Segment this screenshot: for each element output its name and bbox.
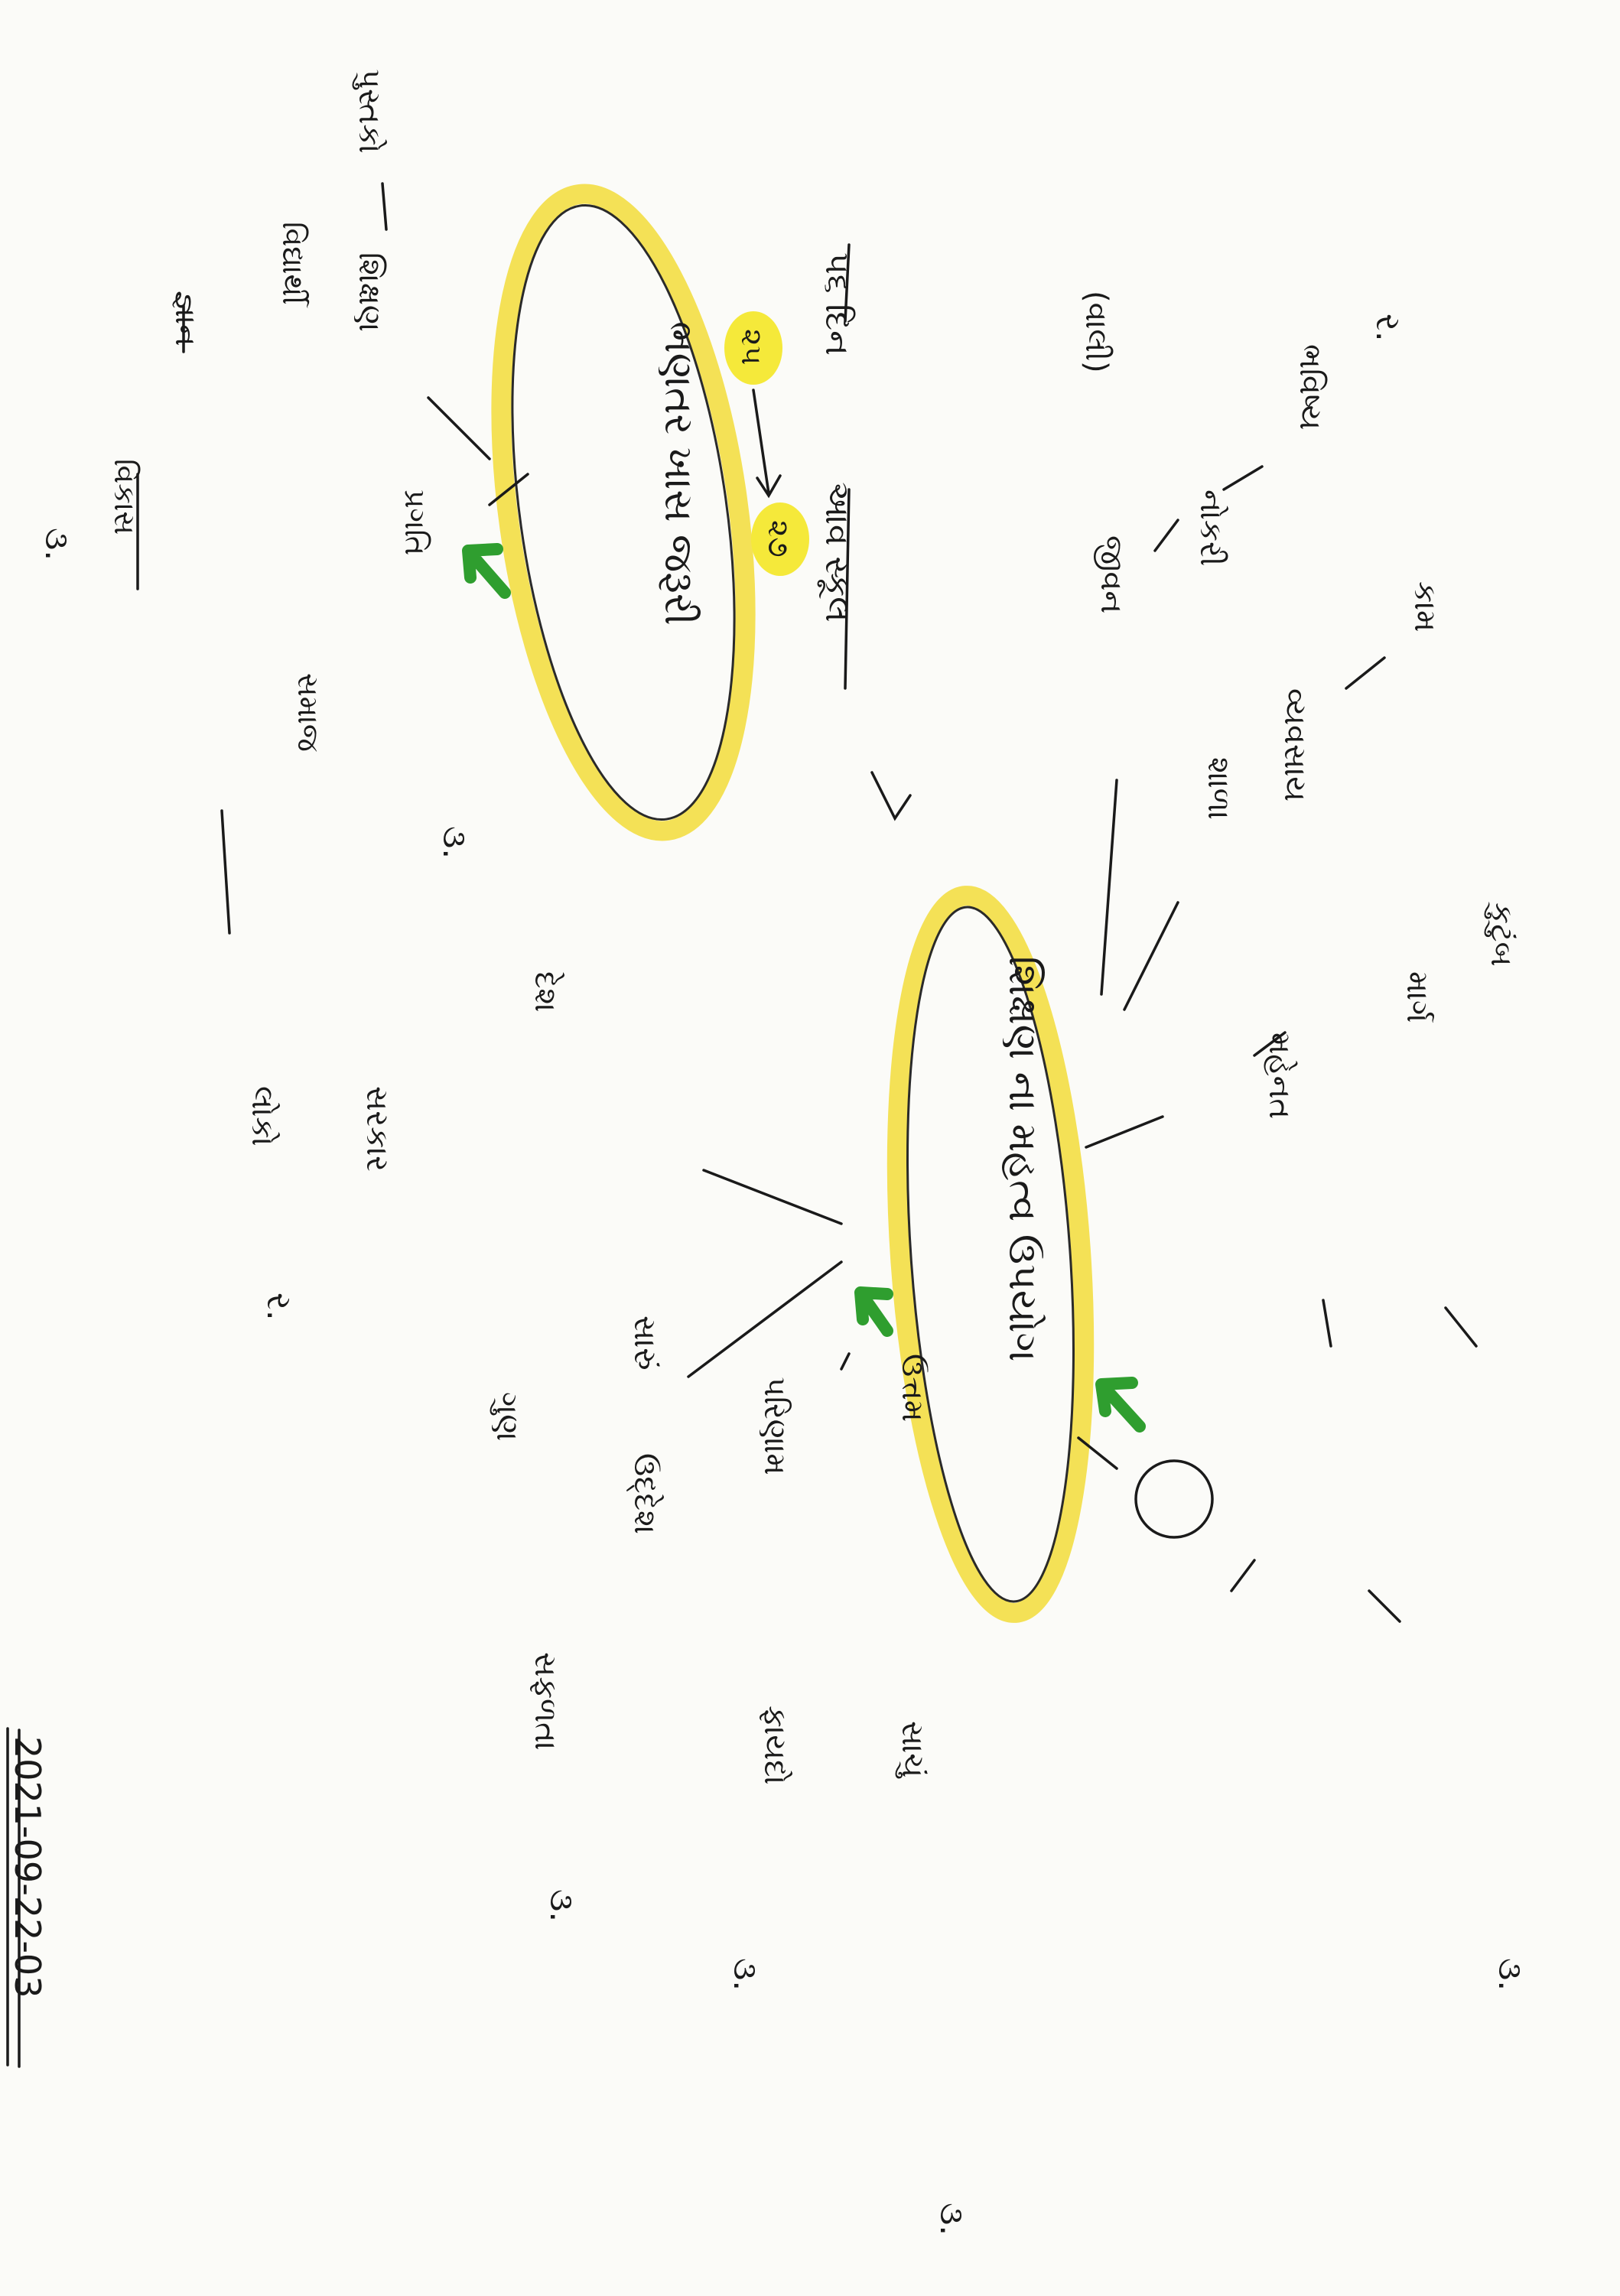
- word-top-3: વિદ્યાર્થી: [276, 222, 310, 309]
- branch-r-5: [1123, 901, 1179, 1011]
- mark-3: ૩.: [1491, 1958, 1530, 1991]
- connector-arrow: [870, 771, 912, 821]
- word-r-2: નોકરી: [1193, 489, 1228, 566]
- word-r-6: શાળા: [1201, 757, 1236, 820]
- word-r-1: ભવિષ્ય: [1293, 344, 1328, 430]
- word-r-4: કામ: [1407, 581, 1443, 632]
- secondary-node-outline: [511, 204, 736, 821]
- mark-5: ૩.: [726, 1958, 765, 1991]
- branch-r-1: [1222, 465, 1264, 491]
- word-r-7: (વાલી): [1078, 291, 1114, 373]
- number-b: ૨૭: [762, 520, 795, 558]
- branch-r-9: [1444, 1306, 1478, 1348]
- word-b-1: સારું: [627, 1315, 662, 1371]
- main-node-outline: [906, 906, 1075, 1603]
- branch-top-3: [488, 473, 529, 506]
- word-b-2: ઉદ્દેશ: [626, 1453, 664, 1534]
- word-top-5: સમાજ: [291, 673, 325, 752]
- branch-r-3: [1100, 779, 1118, 996]
- word-b-7: સફળતા: [528, 1652, 563, 1750]
- number-highlight-a: [724, 311, 782, 385]
- word-r-8: કુટુંબ: [1484, 901, 1519, 966]
- branch-b-1: [687, 1260, 843, 1378]
- word-r-10: મહેનત: [1262, 1033, 1297, 1119]
- green-arrow-1: [462, 543, 511, 599]
- branch-r-8: [1322, 1299, 1332, 1348]
- green-arrow-2: [854, 1286, 893, 1337]
- sequence-label-b: આવ સ્કૂલ: [818, 482, 857, 622]
- mark-7: ર.: [259, 1293, 298, 1321]
- word-top-1: પુસ્તકો: [352, 69, 387, 154]
- sequence-underline-a: [844, 243, 851, 323]
- sequence-underline-b: [844, 488, 851, 690]
- main-node-highlight: [886, 886, 1095, 1623]
- branch-mid-1: [702, 1169, 843, 1225]
- main-node-text: શિક્ષણ ના મહત્વ ઉપયોગ: [1000, 956, 1046, 1361]
- circled-word-ring: [1134, 1459, 1214, 1539]
- mark-8: ર.: [1368, 314, 1407, 342]
- date-stamp: 2021-09-22-03: [7, 1736, 48, 1998]
- word-mid-2: સરકાર: [359, 1086, 395, 1172]
- number-arrow: [752, 389, 782, 499]
- branch-r-2: [1153, 519, 1179, 552]
- word-top-4: પ્રગતિ: [398, 489, 432, 555]
- secondary-node-highlight: [491, 184, 756, 841]
- sequence-label-a: ૫૬ દિન: [818, 252, 857, 356]
- word-b-5: ઉત્તમ: [895, 1354, 930, 1422]
- branch-top-1: [381, 182, 388, 231]
- word-top-2: શિક્ષણ: [352, 252, 387, 332]
- word-mid-1: દેશ: [528, 971, 564, 1012]
- mark-6: ૩.: [932, 2203, 971, 2236]
- mark-4: ૩.: [542, 1889, 581, 1922]
- green-arrow-3: [1095, 1377, 1146, 1433]
- word-r-5: વ્યવસાય: [1277, 688, 1313, 802]
- word-top-6: જ્ઞાન: [169, 291, 203, 346]
- branch-b-2: [840, 1352, 851, 1371]
- secondary-node-text: ભણતર ખાસ જરૂરી: [655, 321, 701, 626]
- number-a: ૨૫: [735, 329, 769, 365]
- branch-r-10: [1230, 1559, 1256, 1592]
- branch-r-7: [1085, 1115, 1164, 1149]
- mark-2: ૩.: [435, 826, 474, 859]
- word-b-4: ફાયદો: [757, 1706, 792, 1784]
- branch-r-4: [1345, 656, 1386, 690]
- branch-r-6: [1253, 1031, 1287, 1057]
- branch-top-6: [220, 809, 231, 935]
- word-b-3: પરિણામ: [757, 1377, 792, 1475]
- word-r-3: જીવન: [1094, 535, 1129, 613]
- mark-1: ૩.: [37, 528, 76, 561]
- word-mid-3: લોકો: [245, 1086, 280, 1146]
- branch-r-12: [1077, 1436, 1118, 1470]
- branch-r-11: [1368, 1589, 1401, 1623]
- word-top-7: વિકાસ: [108, 459, 142, 535]
- number-highlight-b: [751, 502, 809, 576]
- word-b-6: ગુણ: [490, 1392, 525, 1441]
- branch-top-2: [427, 396, 491, 460]
- word-b-8: સાચું: [895, 1721, 930, 1779]
- word-r-9: માર્ગ: [1400, 971, 1435, 1023]
